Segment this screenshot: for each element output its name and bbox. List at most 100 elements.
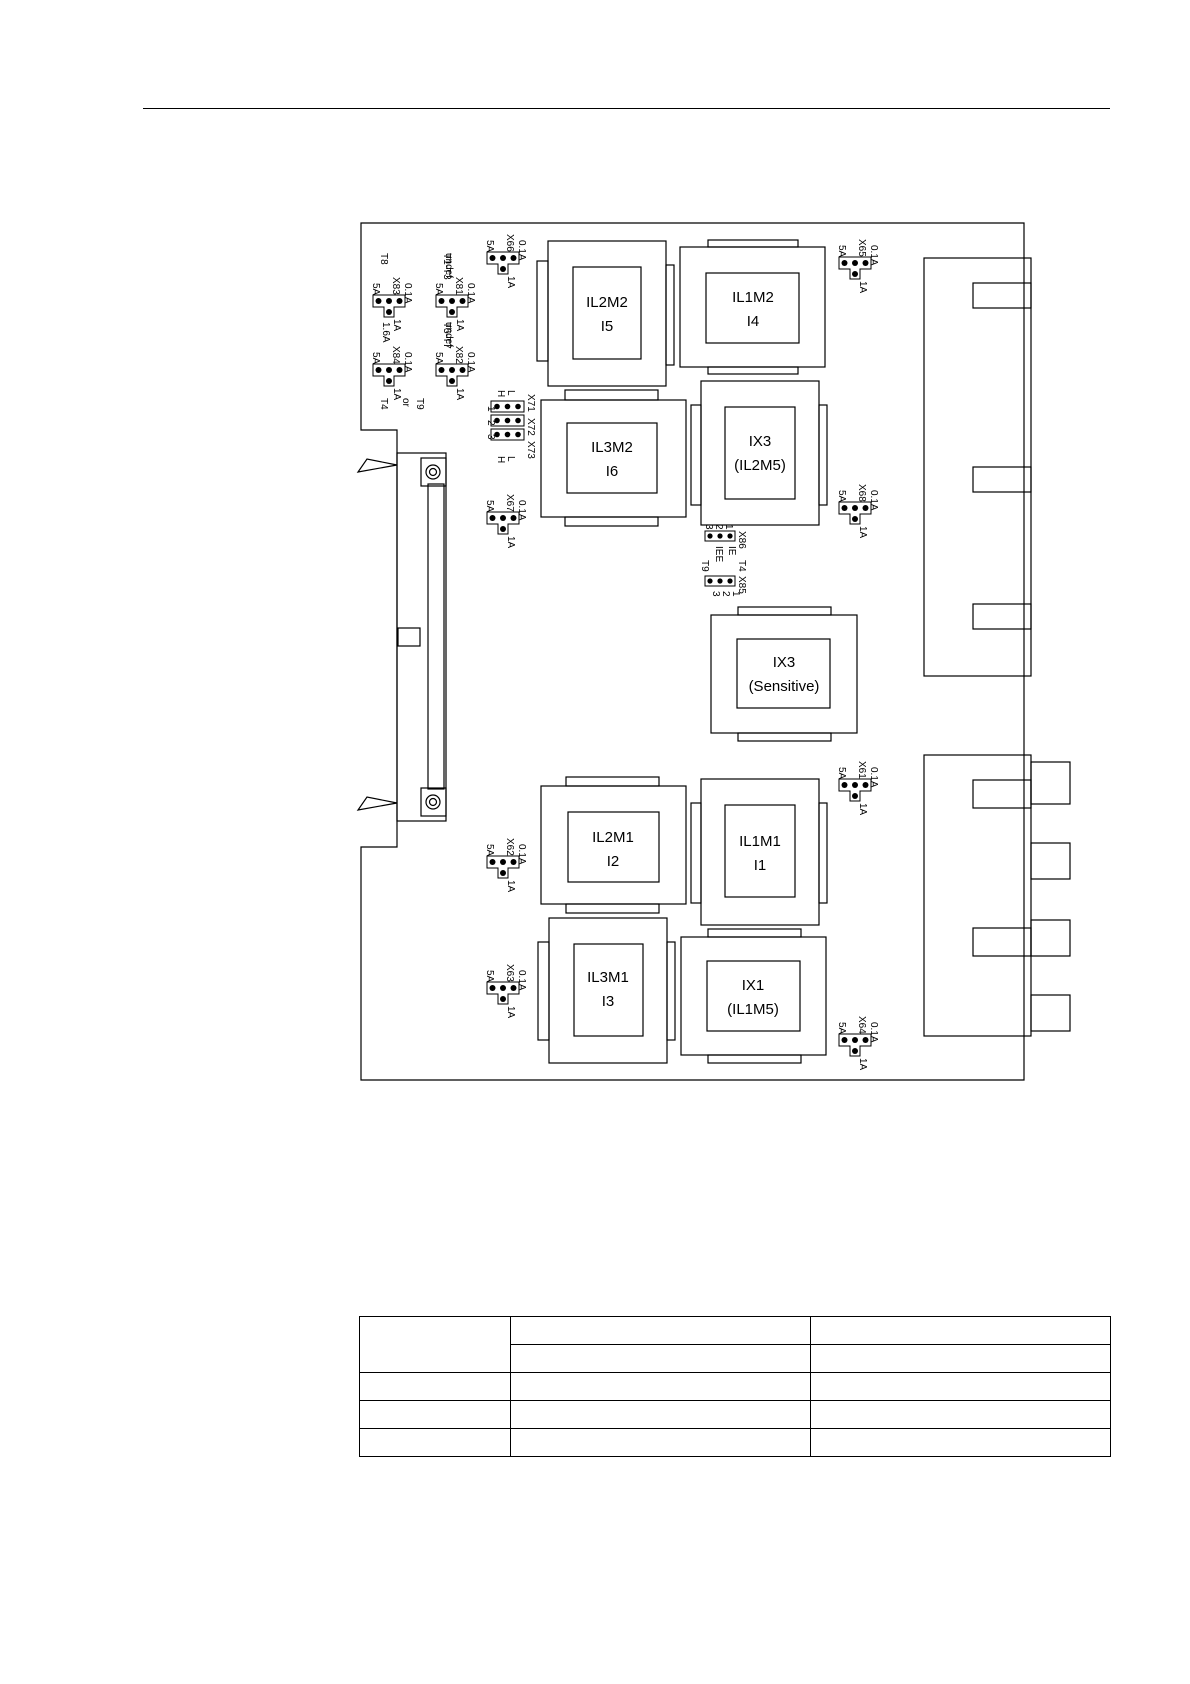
- jumper-pin: [386, 378, 392, 384]
- x85-n1: 1: [730, 591, 741, 597]
- jumper-name-X83: X83: [390, 277, 401, 295]
- jumper-5a-X66: 5A: [484, 240, 495, 253]
- label-IX1-1: IX1: [742, 977, 765, 994]
- transformer-IL1M2: [679, 239, 826, 375]
- label-IL3M1-1: IL3M1: [587, 969, 629, 986]
- label-IL1M1-1: IL1M1: [739, 833, 781, 850]
- label-IL1M2-2: I4: [747, 313, 760, 330]
- transformer-IL2M1: [540, 776, 687, 914]
- jumper-01a-X68: 0.1A: [868, 490, 879, 511]
- jumper-tag-X84: T4: [378, 398, 389, 410]
- x86-n3: 3: [703, 524, 714, 530]
- jumper-5a-X83: 5A: [370, 283, 381, 296]
- table-row: [359, 1372, 1111, 1401]
- jumper-outline: [486, 511, 520, 535]
- jumper-pin: [500, 859, 506, 865]
- jumper-pin: [841, 505, 848, 511]
- jumper-pin: [396, 367, 403, 373]
- x85-t9: T9: [699, 560, 710, 572]
- jumper-outline: [838, 501, 872, 525]
- label-IX3s-1: IX3: [773, 654, 796, 671]
- jumper-1a-X65: 1A: [857, 281, 868, 294]
- table-cell: [510, 1428, 811, 1457]
- table-cell: [510, 1316, 811, 1345]
- table-cell: [810, 1316, 1111, 1345]
- jumper-5a-X62: 5A: [484, 844, 495, 857]
- label-IL3M1-2: I3: [602, 993, 615, 1010]
- x85-n3: 3: [710, 591, 721, 597]
- jumper-pin: [510, 255, 517, 261]
- jumper-pin: [841, 1037, 848, 1043]
- jumper-01a-X81: 0.1A: [465, 283, 476, 304]
- table-cell: [359, 1316, 511, 1373]
- jumper-01a-X63: 0.1A: [516, 970, 527, 991]
- table-row: [359, 1400, 1111, 1429]
- transformer-IL2M2: [536, 240, 675, 387]
- jumper-5a-X84: 5A: [370, 352, 381, 365]
- jumper-pin: [852, 1048, 858, 1054]
- jumper-table: [359, 1316, 1111, 1457]
- jumper-01a-X84: 0.1A: [402, 352, 413, 373]
- jumper-5a-X64: 5A: [836, 1022, 847, 1035]
- jumper-outline: [435, 294, 469, 318]
- table-row: [359, 1316, 1111, 1373]
- table-cell: [810, 1400, 1111, 1429]
- front-connector: [396, 452, 447, 822]
- label-IX3a-2: (IL2M5): [734, 457, 786, 474]
- sel-L: L: [505, 390, 516, 396]
- jumper-pin: [510, 985, 517, 991]
- jumper-pin: [438, 298, 445, 304]
- jumper-tag-X81: T1-T3: [441, 253, 452, 280]
- x86-n1: 1: [723, 524, 734, 530]
- jumper-outline: [435, 363, 469, 387]
- transformer-IX3-IL2M5: [690, 380, 828, 526]
- jumper-pin: [386, 298, 392, 304]
- jumper-01a-X67: 0.1A: [516, 500, 527, 521]
- jumper-name-X68: X68: [856, 484, 867, 502]
- jumper-name-X63: X63: [504, 964, 515, 982]
- jumper-tag-X82: T5-T7: [441, 322, 452, 349]
- jumper-name-X66: X66: [504, 234, 515, 252]
- jumper-pin: [438, 367, 445, 373]
- jumper-pin: [500, 985, 506, 991]
- jumper-pin: [500, 996, 506, 1002]
- jumper-tag2-X84: or: [400, 398, 411, 408]
- jumper-name-X65: X65: [856, 239, 867, 257]
- jumper-name-X64: X64: [856, 1016, 867, 1034]
- jumper-1a-X64: 1A: [857, 1058, 868, 1071]
- jumper-pin: [862, 260, 869, 266]
- jumper-pin: [386, 367, 392, 373]
- jumper-outline: [486, 981, 520, 1005]
- jumper-outline: [838, 256, 872, 280]
- sel-L2: L: [505, 456, 516, 462]
- transformer-IL1M1: [690, 778, 828, 926]
- jumper-01a-X61: 0.1A: [868, 767, 879, 788]
- jumper-top-X81: undef: [443, 253, 454, 278]
- jumper-1a-X66: 1A: [505, 276, 516, 289]
- jumper-pin: [500, 870, 506, 876]
- jumper-1a-X67: 1A: [505, 536, 516, 549]
- jumper-pin: [862, 505, 869, 511]
- sel-X71: X71: [525, 394, 536, 412]
- jumper-pin: [862, 1037, 869, 1043]
- jumper-5a-X82: 5A: [433, 352, 444, 365]
- jumper-outline: [838, 778, 872, 802]
- x86-label: X86: [736, 531, 747, 549]
- transformer-IL3M1: [537, 917, 676, 1064]
- jumper-pin: [500, 255, 506, 261]
- jumper-5a-X63: 5A: [484, 970, 495, 983]
- sel-n2: 2: [485, 420, 496, 426]
- sel-n3: 3: [485, 434, 496, 440]
- sel-H2: H: [495, 456, 506, 463]
- jumper-1a-X62: 1A: [505, 880, 516, 893]
- x86-n2: 2: [713, 524, 724, 530]
- sel-X72: X72: [525, 418, 536, 436]
- label-IX1-2: (IL1M5): [727, 1001, 779, 1018]
- header-rule: [143, 108, 1110, 109]
